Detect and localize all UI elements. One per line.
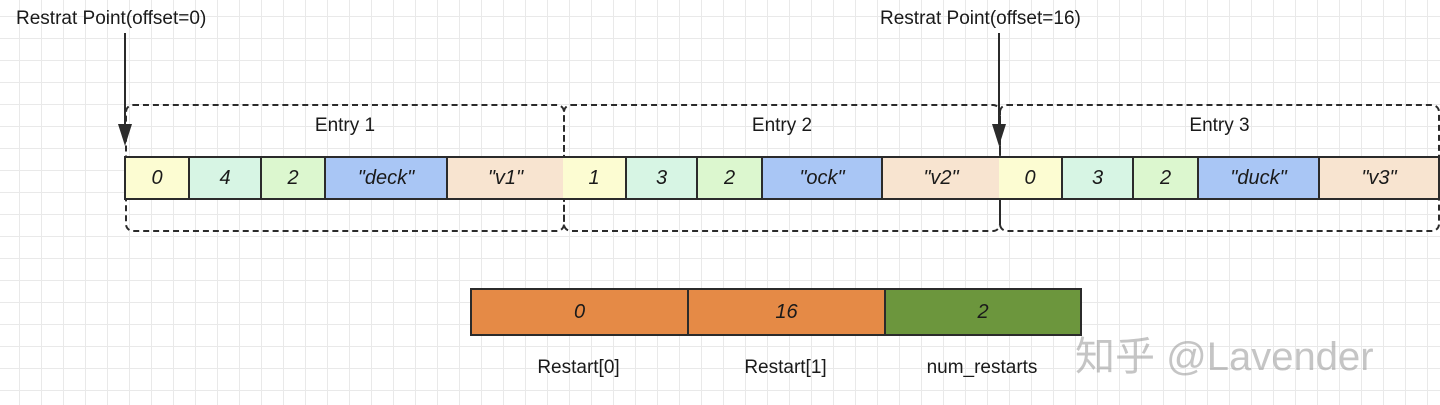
entry-row-2: 1 3 2 "ock" "v2" (563, 156, 1001, 200)
entry3-shared-cell: 0 (999, 158, 1063, 198)
restart-1-cell: 16 (689, 290, 886, 334)
entry-title-1: Entry 1 (314, 115, 376, 136)
num-restarts-caption: num_restarts (926, 357, 1038, 378)
restart-0-cell: 0 (472, 290, 689, 334)
entry1-value-cell: "v1" (448, 158, 563, 198)
num-restarts-cell: 2 (886, 290, 1080, 334)
entry-row-1: 0 4 2 "deck" "v1" (124, 156, 565, 200)
watermark: 知乎 @Lavender (1075, 335, 1374, 379)
entry-title-2: Entry 2 (751, 115, 813, 136)
entry2-key-cell: "ock" (763, 158, 883, 198)
entry2-unshared-cell: 3 (627, 158, 698, 198)
entry1-shared-cell: 0 (126, 158, 190, 198)
entry2-value-length-cell: 2 (698, 158, 763, 198)
entry2-shared-cell: 1 (563, 158, 627, 198)
restart-1-caption: Restart[1] (744, 357, 827, 378)
restart-array: 0 16 2 (470, 288, 1082, 336)
entry3-value-cell: "v3" (1320, 158, 1438, 198)
entry3-value-length-cell: 2 (1134, 158, 1199, 198)
entry3-key-cell: "duck" (1199, 158, 1320, 198)
entry3-unshared-cell: 3 (1063, 158, 1134, 198)
entry-title-3: Entry 3 (1189, 115, 1250, 136)
entry2-value-cell: "v2" (883, 158, 999, 198)
entry-row-3: 0 3 2 "duck" "v3" (999, 156, 1440, 200)
entry1-value-length-cell: 2 (262, 158, 326, 198)
entry1-unshared-cell: 4 (190, 158, 262, 198)
entry1-key-cell: "deck" (326, 158, 448, 198)
restart-0-caption: Restart[0] (537, 357, 620, 378)
restart-point-label-0: Restrat Point(offset=0) (16, 8, 207, 29)
restart-point-label-1: Restrat Point(offset=16) (880, 8, 1081, 29)
